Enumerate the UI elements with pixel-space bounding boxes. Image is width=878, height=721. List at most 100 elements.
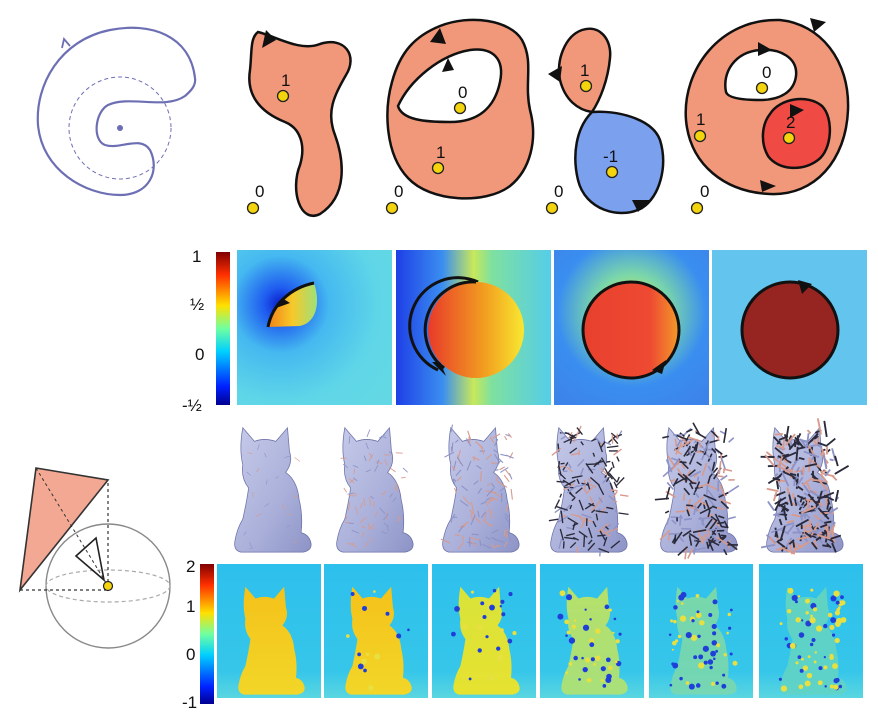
artifact-speck <box>795 600 798 603</box>
mesh-facet <box>727 486 739 494</box>
winding-label: 0 <box>762 63 771 82</box>
mesh-facet <box>617 457 619 462</box>
mesh-facet <box>768 502 774 511</box>
salmon-region <box>249 32 350 216</box>
colorbar-tick: 1 <box>186 597 195 616</box>
artifact-speck <box>689 684 695 690</box>
artifact-speck <box>572 624 576 628</box>
artifact-speck <box>396 633 401 638</box>
artifact-speck <box>512 631 516 635</box>
sample-point <box>607 167 618 178</box>
artifact-speck <box>696 683 701 688</box>
mesh-facet <box>344 488 347 492</box>
colorbar-tick: 0 <box>195 345 204 364</box>
artifact-speck <box>829 625 834 630</box>
artifact-speck <box>806 599 810 603</box>
colorbar-tick: 1 <box>192 247 201 266</box>
artifact-speck <box>373 590 376 593</box>
mesh-facet <box>561 463 565 464</box>
artifact-speck <box>816 625 822 631</box>
mesh-facet <box>389 468 395 472</box>
mesh-facet <box>827 439 835 446</box>
artifact-speck <box>724 653 727 656</box>
cat-heatmap-6 <box>759 564 863 698</box>
artifact-speck <box>593 663 596 666</box>
artifact-speck <box>792 595 798 601</box>
artifact-speck <box>838 606 841 609</box>
artifact-speck <box>585 657 590 662</box>
mesh-facet <box>827 524 828 539</box>
mesh-facet <box>606 461 610 462</box>
artifact-speck <box>726 632 729 635</box>
artifact-speck <box>490 601 493 604</box>
artifact-speck <box>672 649 674 651</box>
artifact-speck <box>823 665 827 669</box>
artifact-speck <box>494 665 496 667</box>
artifact-speck <box>801 658 804 661</box>
winding-curve <box>38 28 195 195</box>
artifact-speck <box>595 628 600 633</box>
artifact-speck <box>722 674 725 677</box>
artifact-speck <box>814 660 817 663</box>
artifact-speck <box>833 590 839 596</box>
artifact-speck <box>366 653 369 656</box>
artifact-speck <box>699 620 704 625</box>
mesh-facet <box>597 535 605 536</box>
artifact-speck <box>606 657 611 662</box>
artifact-speck <box>374 654 380 660</box>
mesh-facet <box>472 534 479 535</box>
artifact-speck <box>696 612 702 618</box>
artifact-speck <box>485 635 488 638</box>
artifact-speck <box>507 639 512 644</box>
artifact-speck <box>809 617 815 623</box>
center-point <box>117 125 123 131</box>
winding-label: 1 <box>580 61 589 80</box>
cat-mesh-3 <box>441 425 519 552</box>
mesh-facet <box>698 477 699 482</box>
artifact-speck <box>799 632 805 638</box>
artifact-speck <box>780 622 783 625</box>
mesh-facet <box>679 462 686 463</box>
artifact-speck <box>362 606 367 611</box>
blue-region <box>575 112 663 213</box>
artifact-speck <box>573 656 578 661</box>
artifact-speck <box>832 634 835 637</box>
mesh-facet <box>511 489 512 500</box>
artifact-speck <box>807 673 813 679</box>
artifact-speck <box>811 638 815 642</box>
artifact-speck <box>678 635 681 638</box>
artifact-speck <box>363 669 367 673</box>
mesh-facet <box>793 493 794 499</box>
artifact-speck <box>713 599 718 604</box>
artifact-speck <box>357 653 361 657</box>
artifact-speck <box>691 619 694 622</box>
winding-field-2 <box>396 250 551 405</box>
cat-heatmap-4 <box>540 564 644 698</box>
artifact-speck <box>565 671 568 674</box>
artifact-speck <box>451 632 456 637</box>
artifact-speck <box>583 625 589 631</box>
artifact-speck <box>569 637 575 643</box>
mesh-facet <box>721 527 728 528</box>
mesh-facet <box>767 489 779 491</box>
artifact-speck <box>568 662 572 666</box>
mesh-facet <box>696 432 706 438</box>
winding-label: 1 <box>696 110 705 129</box>
cat-meshes <box>235 418 849 559</box>
mesh-facet <box>832 448 835 460</box>
mesh-facet <box>607 446 619 447</box>
artifact-speck <box>566 594 572 600</box>
winding-label: 0 <box>700 182 709 201</box>
sample-point <box>248 203 259 214</box>
mesh-facet <box>690 483 696 484</box>
mesh-facet <box>721 458 725 469</box>
artifact-speck <box>578 678 581 681</box>
artifact-speck <box>798 595 801 598</box>
mesh-facet <box>611 490 618 491</box>
artifact-speck <box>733 661 738 666</box>
artifact-speck <box>721 684 726 689</box>
artifact-speck <box>703 646 709 652</box>
artifact-speck <box>471 591 474 594</box>
artifact-speck <box>818 680 823 685</box>
artifact-speck <box>835 638 840 643</box>
